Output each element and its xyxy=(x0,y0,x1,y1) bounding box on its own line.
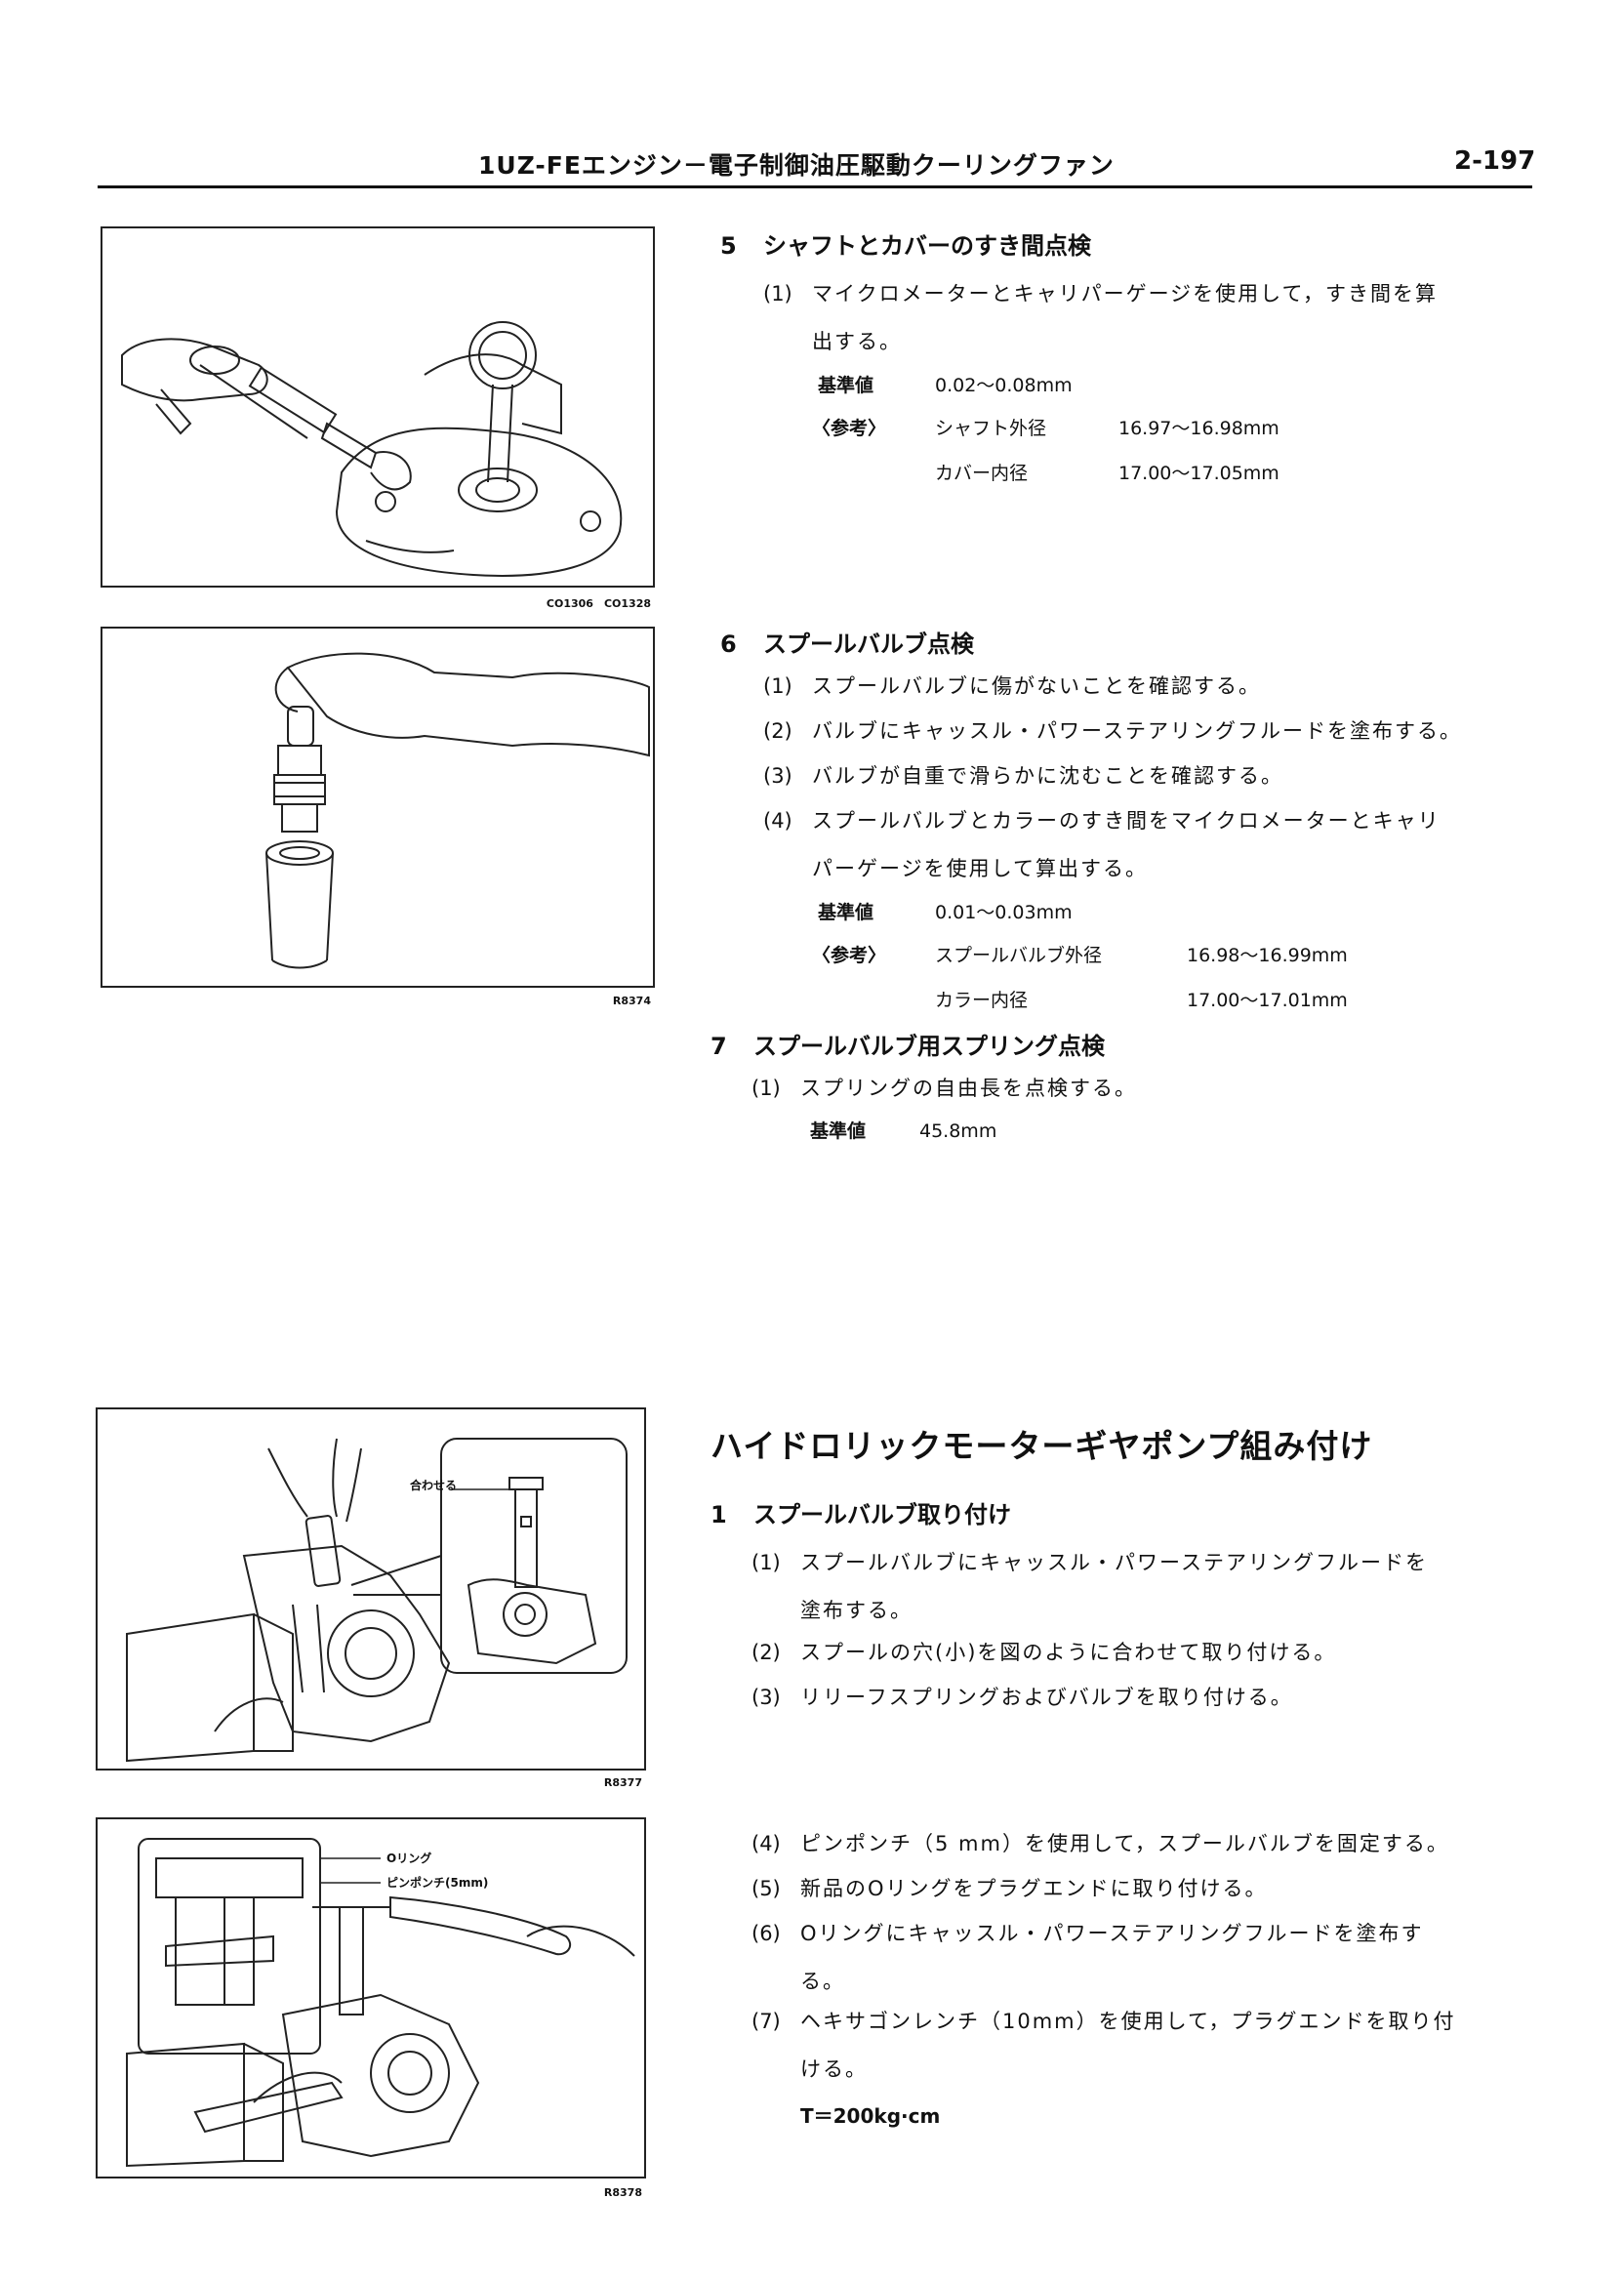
instruction-continuation: パーゲージを使用して算出する。 xyxy=(812,857,1148,880)
illustration-spool-valve xyxy=(265,652,650,969)
instruction-item: (5)新品のOリングをプラグエンドに取り付ける。 xyxy=(751,1877,1268,1900)
callout-pin-punch: ピンポンチ(5mm) xyxy=(386,1875,488,1890)
instruction-item: (4)スプールバルブとカラーのすき間をマイクロメーターとキャリ xyxy=(763,809,1441,833)
illustration-micrometer-gauge xyxy=(121,321,623,577)
torque-spec: T＝200kg·cm xyxy=(800,2104,941,2128)
instruction-item: (7)ヘキサゴンレンチ（10mm）を使用して，プラグエンドを取り付 xyxy=(751,2010,1456,2033)
instruction-item: (1)スプールバルブにキャッスル・パワーステアリングフルードを xyxy=(751,1551,1428,1574)
header-divider xyxy=(98,185,1532,188)
instruction-item: (4)ピンポンチ（5 mm）を使用して，スプールバルブを固定する。 xyxy=(751,1832,1449,1855)
figure-code: CO1306 CO1328 xyxy=(546,597,651,610)
instruction-continuation: ける。 xyxy=(800,2057,868,2081)
figure-code: R8374 xyxy=(612,995,651,1007)
instruction-item: (1)マイクロメーターとキャリパーゲージを使用して，すき間を算 xyxy=(763,282,1439,305)
instruction-item: (1)スプールバルブに傷がないことを確認する。 xyxy=(763,674,1261,698)
illustration-plug-end: Oリング ピンポンチ(5mm) xyxy=(126,1838,635,2168)
instruction-item: (3)バルブが自重で滑らかに沈むことを確認する。 xyxy=(763,764,1283,788)
figure-shaft-cover-measurement xyxy=(101,226,655,588)
instruction-item: (1)スプリングの自由長を点検する。 xyxy=(751,1077,1137,1100)
instruction-item: (6)Oリングにキャッスル・パワーステアリングフルードを塗布す xyxy=(751,1922,1424,1945)
instruction-item: (2)バルブにキャッスル・パワーステアリングフルードを塗布する。 xyxy=(763,719,1462,743)
callout-align: 合わせる xyxy=(410,1478,457,1492)
page-number: 2-197 xyxy=(1454,146,1536,176)
section-heading: ハイドロリックモーターギヤポンプ組み付け xyxy=(710,1427,1373,1465)
header-title: 1UZ-FEエンジン－電子制御油圧駆動クーリングファン xyxy=(478,151,1115,180)
figure-code: R8377 xyxy=(603,1776,642,1789)
figure-spool-valve-check xyxy=(101,627,655,988)
figure-spool-valve-install: 合わせる xyxy=(96,1407,646,1771)
instruction-item: (3)リリーフスプリングおよびバルブを取り付ける。 xyxy=(751,1686,1293,1709)
illustration-spool-install: 合わせる xyxy=(126,1438,628,1763)
instruction-continuation: 塗布する。 xyxy=(800,1599,913,1622)
figure-plug-end-install: Oリング ピンポンチ(5mm) xyxy=(96,1817,646,2178)
callout-o-ring: Oリング xyxy=(386,1851,431,1865)
instruction-item: (2)スプールの穴(小)を図のように合わせて取り付ける。 xyxy=(751,1641,1337,1664)
instruction-continuation: る。 xyxy=(800,1970,845,1993)
instruction-continuation: 出する。 xyxy=(812,330,902,353)
figure-code: R8378 xyxy=(603,2186,642,2199)
